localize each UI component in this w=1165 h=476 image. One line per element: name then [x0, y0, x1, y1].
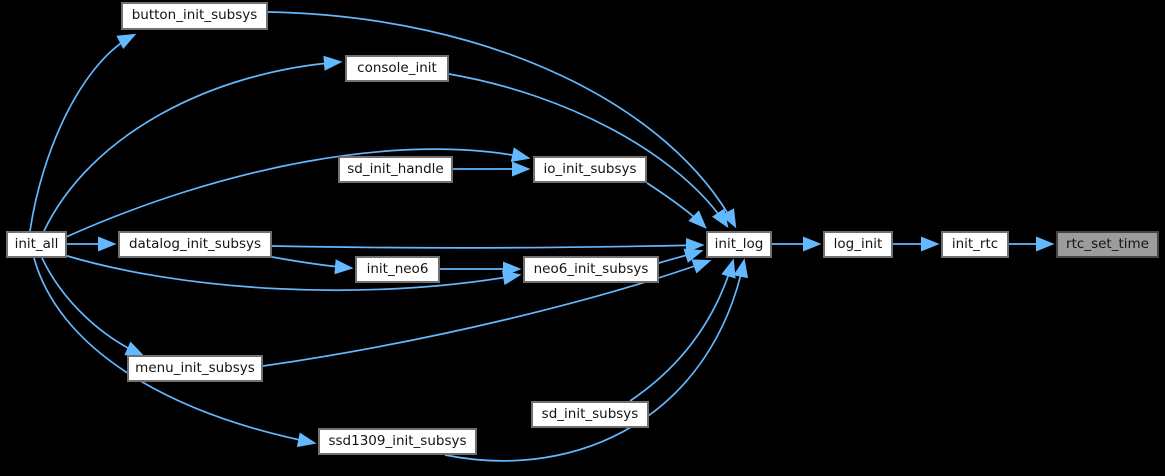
edge-init_all-ssd1309_init_subsys: [33, 257, 317, 448]
edge-io_init_subsys-init_log: [646, 182, 707, 229]
node-init_all[interactable]: init_all: [6, 231, 67, 258]
edge-console_init-init_log: [448, 73, 729, 229]
edge-init_all-button_init_subsys: [29, 33, 137, 232]
node-ssd1309_init_subsys[interactable]: ssd1309_init_subsys: [318, 428, 477, 455]
node-init_log[interactable]: init_log: [706, 231, 772, 258]
node-sd_init_handle[interactable]: sd_init_handle: [338, 156, 453, 183]
edge-neo6_init_subsys-init_log: [658, 248, 704, 264]
edge-init_all-io_init_subsys: [65, 147, 531, 238]
node-sd_init_subsys[interactable]: sd_init_subsys: [531, 401, 649, 428]
edge-init_all-neo6_init_subsys: [63, 254, 522, 292]
node-menu_init_subsys[interactable]: menu_init_subsys: [127, 355, 263, 382]
edge-datalog_init_subsys-init_log: [271, 237, 705, 253]
node-init_rtc[interactable]: init_rtc: [941, 231, 1009, 258]
edge-button_init_subsys-init_log: [267, 11, 737, 229]
edge-init_all-menu_init_subsys: [41, 257, 145, 357]
node-console_init[interactable]: console_init: [345, 55, 449, 82]
node-datalog_init_subsys[interactable]: datalog_init_subsys: [118, 231, 272, 258]
edge-init_all-console_init: [43, 55, 343, 232]
edge-sd_init_subsys-init_log: [629, 258, 736, 402]
node-log_init[interactable]: log_init: [823, 231, 893, 258]
edge-menu_init_subsys-init_log: [262, 259, 712, 367]
edge-datalog_init_subsys-init_neo6: [271, 256, 354, 275]
node-rtc_set_time: rtc_set_time: [1056, 231, 1159, 258]
edge-ssd1309_init_subsys-init_log: [444, 258, 749, 462]
node-io_init_subsys[interactable]: io_init_subsys: [533, 156, 647, 183]
node-neo6_init_subsys[interactable]: neo6_init_subsys: [523, 256, 659, 283]
node-init_neo6[interactable]: init_neo6: [355, 256, 440, 283]
node-button_init_subsys[interactable]: button_init_subsys: [121, 2, 268, 30]
